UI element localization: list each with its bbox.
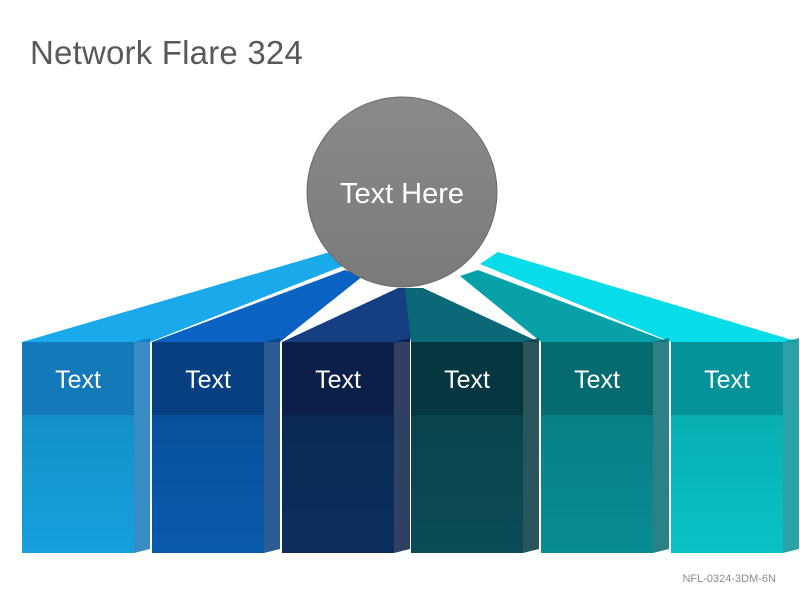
- node-columns: Text Text Text Text Text Text: [22, 338, 799, 553]
- node-label: Text: [185, 366, 231, 394]
- hub-group: Text Here: [306, 96, 498, 288]
- node-label: Text: [704, 366, 750, 394]
- hub-label: Text Here: [340, 178, 464, 210]
- node-face-shade: [671, 415, 783, 553]
- node-side-face: [653, 338, 669, 553]
- node-side-face: [523, 338, 539, 553]
- node-face-shade: [411, 415, 523, 553]
- node-face-shade: [282, 415, 394, 553]
- node-header: [282, 342, 394, 415]
- slide-title: Network Flare 324: [30, 34, 304, 71]
- node-header: [671, 342, 783, 415]
- node-header: [22, 342, 134, 415]
- wedge-4: [405, 288, 539, 342]
- node-2[interactable]: Text: [152, 338, 280, 553]
- wedge-5: [460, 270, 669, 342]
- wedge-2: [152, 270, 363, 342]
- wedge-3: [282, 288, 416, 342]
- node-side-face: [394, 338, 410, 553]
- node-header: [411, 342, 523, 415]
- footer-code: NFL-0324-3DM-6N: [682, 573, 776, 585]
- node-face-shade: [22, 415, 134, 553]
- hub-circle[interactable]: [306, 96, 498, 288]
- node-label: Text: [444, 366, 490, 394]
- node-5[interactable]: Text: [541, 338, 669, 553]
- node-face-shade: [152, 415, 264, 553]
- wedge-1: [22, 252, 348, 342]
- node-side-face: [134, 338, 150, 553]
- node-side-face: [264, 338, 280, 553]
- node-label: Text: [55, 366, 101, 394]
- node-label: Text: [315, 366, 361, 394]
- node-4[interactable]: Text: [411, 338, 539, 553]
- wedge-6: [480, 252, 799, 342]
- node-header: [152, 342, 264, 415]
- node-face-shade: [541, 415, 653, 553]
- node-1[interactable]: Text: [22, 338, 150, 553]
- connector-wedges: [22, 252, 799, 342]
- node-6[interactable]: Text: [671, 338, 799, 553]
- node-header: [541, 342, 653, 415]
- node-3[interactable]: Text: [282, 338, 410, 553]
- node-label: Text: [574, 366, 620, 394]
- node-side-face: [783, 338, 799, 553]
